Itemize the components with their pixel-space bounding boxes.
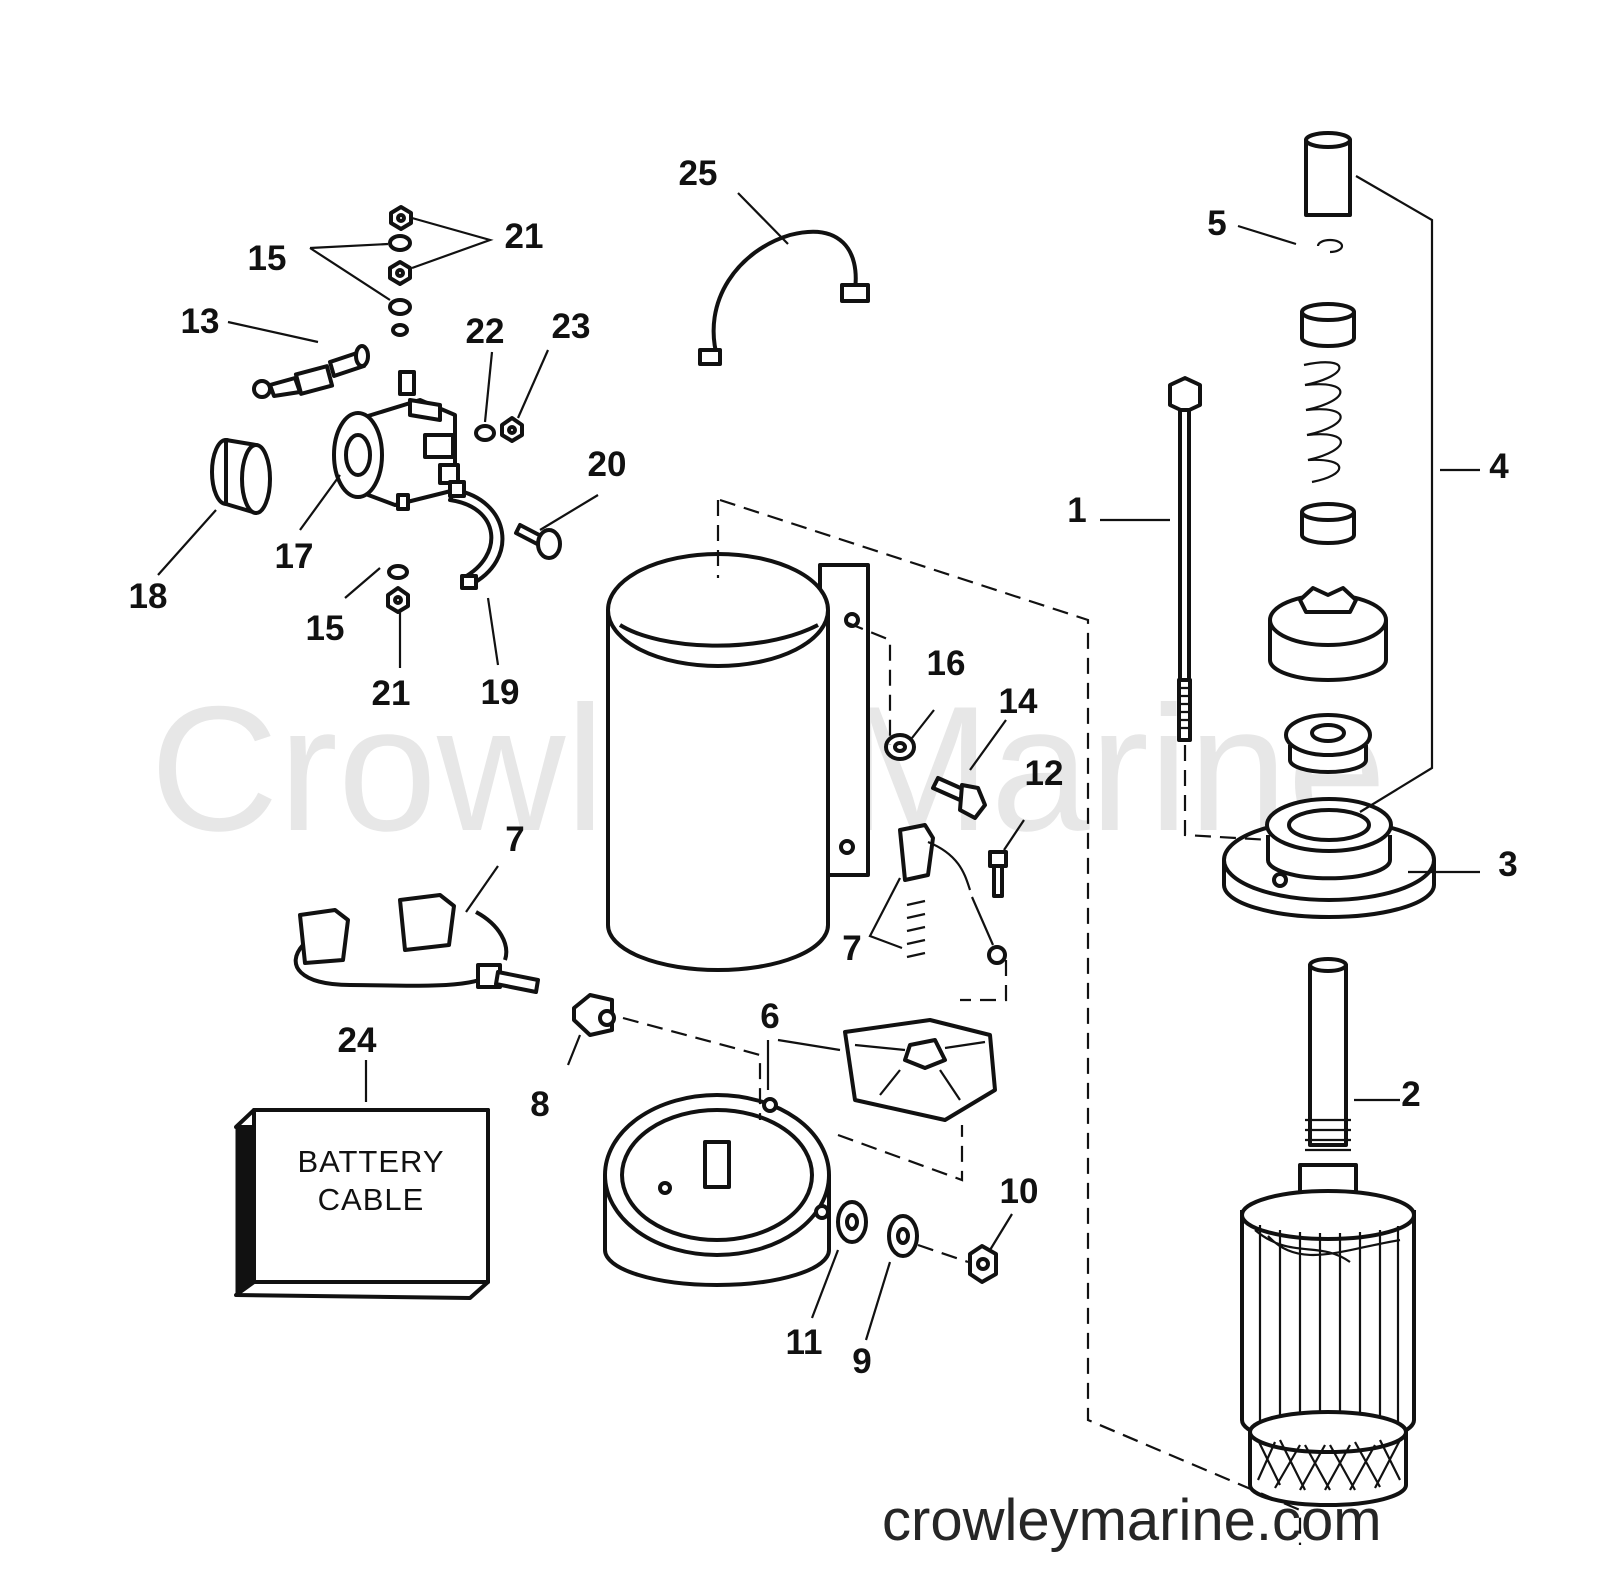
callout-21-bottom: 21 — [372, 674, 411, 713]
callout-13: 13 — [181, 302, 220, 341]
callout-11: 11 — [786, 1323, 823, 1362]
callout-10: 10 — [1000, 1172, 1039, 1211]
callout-12: 12 — [1025, 754, 1064, 793]
part-18-boot — [210, 438, 272, 515]
part-12-screw — [988, 850, 1008, 898]
callout-1: 1 — [1067, 491, 1086, 530]
callout-16: 16 — [927, 644, 966, 683]
callout-20: 20 — [588, 445, 627, 484]
callout-19: 19 — [481, 673, 520, 712]
part-21-nut-mid — [388, 260, 412, 286]
part-9-washer — [887, 1214, 919, 1258]
callout-15-top: 15 — [248, 239, 287, 278]
battery-box-line1: BATTERY — [297, 1144, 444, 1179]
part-17-solenoid — [332, 370, 460, 511]
callout-9: 9 — [852, 1342, 871, 1381]
part-10-nut — [968, 1244, 998, 1284]
callout-6: 6 — [760, 997, 779, 1036]
part-15-washer-top — [388, 234, 412, 252]
part-19-strap — [448, 480, 505, 590]
callout-23: 23 — [552, 307, 591, 346]
callout-4: 4 — [1489, 447, 1509, 486]
callout-7-left: 7 — [505, 820, 524, 859]
watermark-url: crowleymarine.com — [882, 1488, 1382, 1553]
part-6-brush-plate — [843, 1018, 997, 1122]
callout-17: 17 — [275, 537, 314, 576]
callout-15-bottom: 15 — [306, 609, 345, 648]
leader-lines — [157, 175, 1480, 1341]
callout-5: 5 — [1207, 204, 1226, 243]
battery-box-line2: CABLE — [318, 1182, 425, 1217]
part-2-armature — [1240, 957, 1416, 1507]
part-15-washer-bottom — [387, 564, 409, 580]
part-16-washer — [884, 733, 916, 761]
part-end-cap — [603, 1093, 831, 1287]
part-7-brush-spring — [898, 823, 972, 959]
part-23-nut — [500, 416, 524, 443]
callout-7-right: 7 — [842, 929, 861, 968]
callout-25: 25 — [679, 154, 718, 193]
callout-21-top: 21 — [505, 217, 544, 256]
part-21-nut-bottom — [386, 586, 410, 614]
part-20-screw — [514, 523, 562, 560]
part-1-through-bolt — [1168, 376, 1202, 742]
battery-cable-box: BATTERY CABLE — [234, 1108, 490, 1300]
callout-3: 3 — [1498, 845, 1517, 884]
assembly-dashed-lines — [622, 498, 1302, 1545]
part-8-brush-holder-clip — [572, 993, 616, 1037]
part-14-bolt — [931, 776, 987, 820]
callout-2: 2 — [1401, 1075, 1420, 1114]
part-15-washer-mid — [388, 298, 412, 316]
part-11-washer — [836, 1200, 868, 1244]
callout-14: 14 — [999, 682, 1038, 721]
callout-18: 18 — [129, 577, 168, 616]
part-4-drive-assembly — [1268, 131, 1388, 774]
callout-8: 8 — [530, 1085, 549, 1124]
part-24-battery-cable-brushes — [293, 893, 540, 994]
part-terminal-lead — [970, 896, 1007, 965]
part-22-washer — [474, 424, 496, 442]
callout-22: 22 — [466, 312, 505, 351]
part-frame-housing — [606, 552, 870, 972]
callout-labels: 25 5 21 15 13 22 23 20 4 1 17 18 15 21 1… — [129, 154, 1518, 1381]
part-25-ground-lead — [698, 229, 870, 366]
callout-24: 24 — [338, 1021, 377, 1060]
part-13-terminal-lead — [252, 344, 370, 399]
part-15-washer-small — [391, 323, 409, 337]
part-21-nut-top — [389, 205, 413, 231]
